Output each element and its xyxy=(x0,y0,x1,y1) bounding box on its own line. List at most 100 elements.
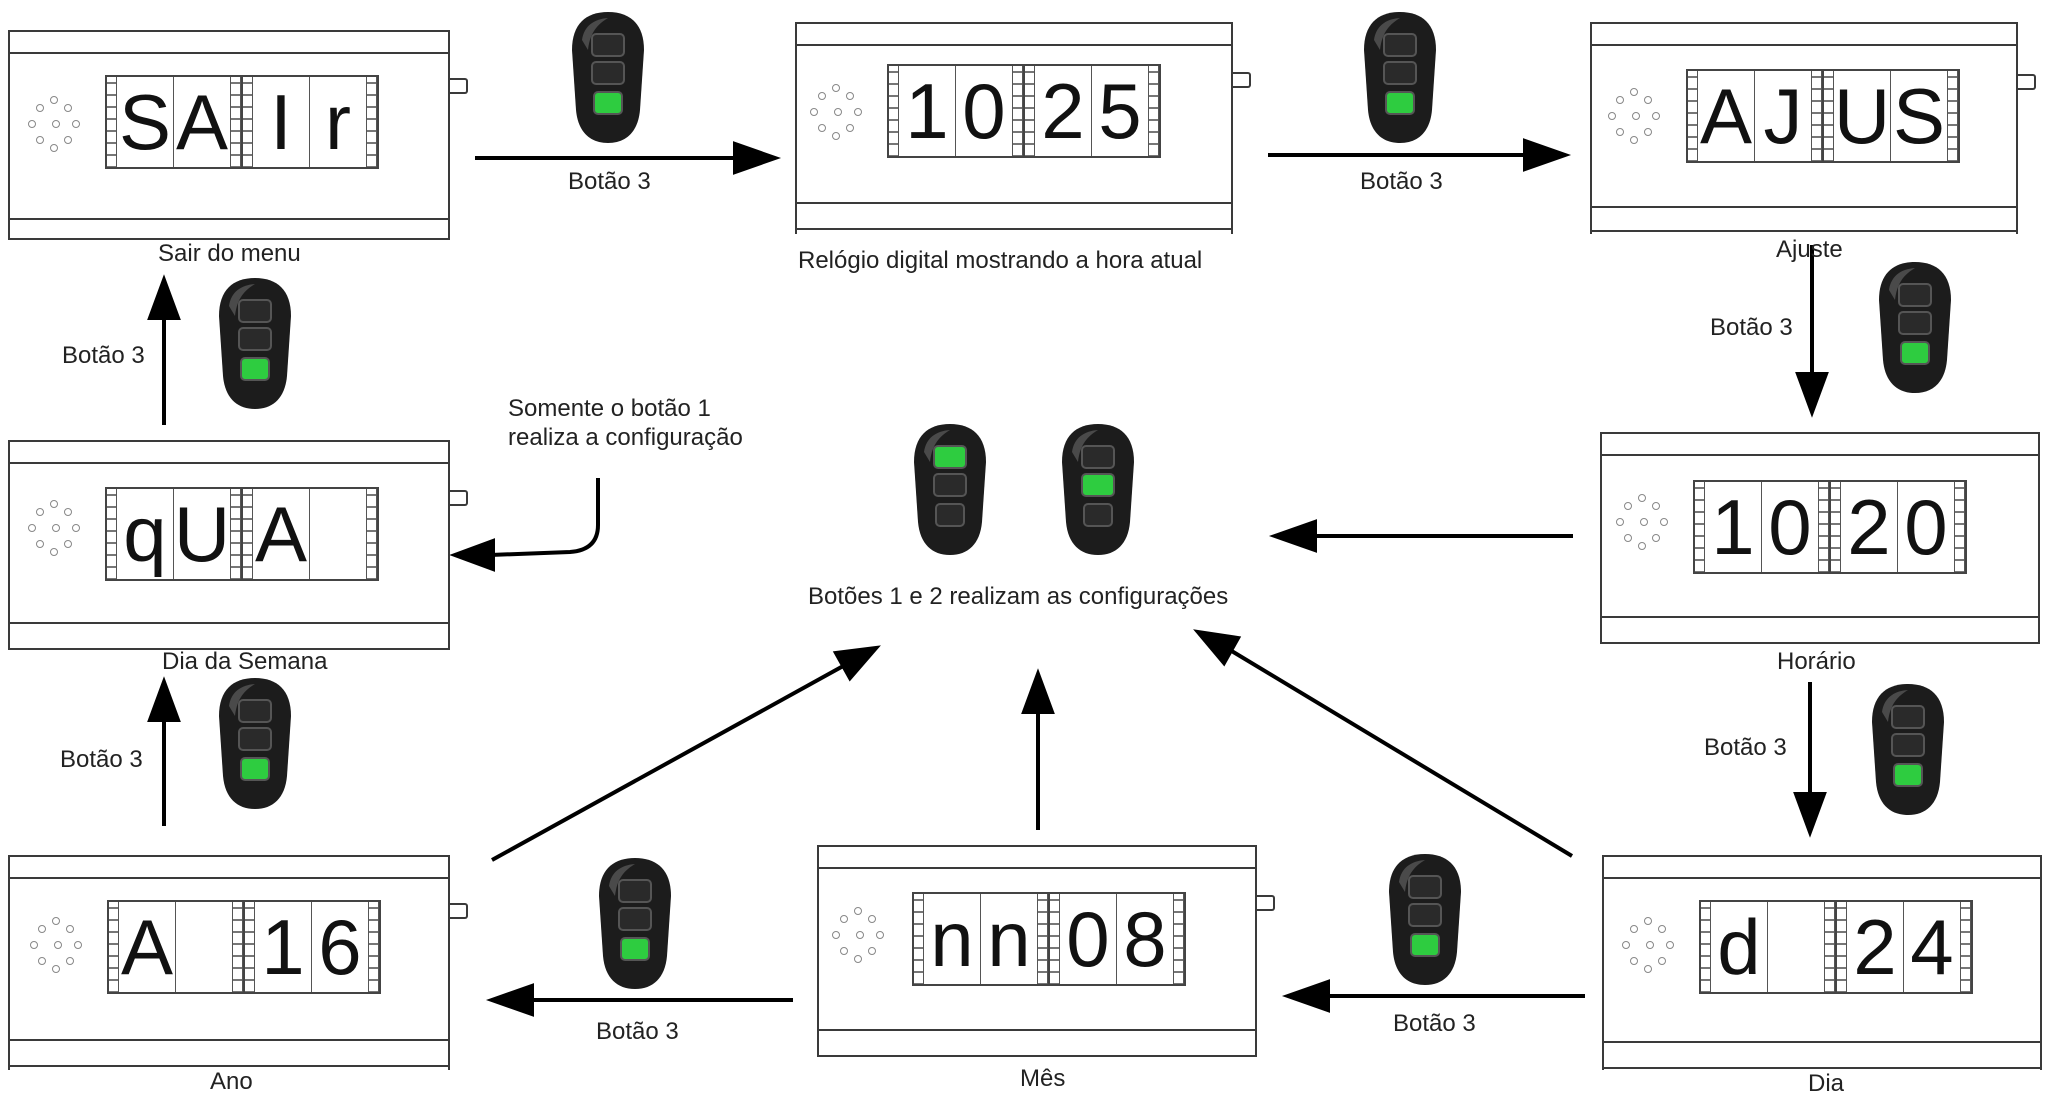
speaker-hole xyxy=(36,508,44,516)
display-digit: A xyxy=(174,77,231,167)
caption-clock: Relógio digital mostrando a hora atual xyxy=(798,247,1203,274)
label-botao3: Botão 3 xyxy=(568,168,651,195)
remote-control-icon xyxy=(215,276,295,416)
remote-button-3 xyxy=(1900,341,1930,365)
caption-semana: Dia da Semana xyxy=(162,648,328,675)
display-digit: n xyxy=(924,894,981,984)
remote-button-2 xyxy=(1081,473,1115,497)
remote-button-3 xyxy=(593,91,623,115)
label-botao3: Botão 3 xyxy=(62,342,145,369)
display-digit: U xyxy=(1833,71,1891,161)
display-digit: 1 xyxy=(899,66,956,156)
remote-shape xyxy=(914,424,986,555)
speaker-hole xyxy=(1644,917,1652,925)
center-caption: Botões 1 e 2 realizam as configurações xyxy=(808,583,1229,610)
remote-control-icon xyxy=(1868,682,1948,822)
remote-button-3 xyxy=(1385,91,1415,115)
label-botao3: Botão 3 xyxy=(60,746,143,773)
speaker-hole xyxy=(1630,925,1638,933)
remote-shape xyxy=(1872,684,1944,815)
remote-button-2 xyxy=(238,727,272,751)
display-digit xyxy=(1768,902,1825,992)
display-digit: S xyxy=(1891,71,1948,161)
speaker-hole xyxy=(840,915,848,923)
display-digit: d xyxy=(1711,902,1768,992)
speaker-hole xyxy=(28,524,36,532)
remote-control-icon xyxy=(568,10,648,150)
remote-shape xyxy=(219,678,291,809)
speaker-hole xyxy=(1616,128,1624,136)
remote-control-icon xyxy=(1360,10,1440,150)
speaker-hole xyxy=(72,524,80,532)
remote-control-icon xyxy=(215,676,295,816)
speaker-hole xyxy=(30,941,38,949)
remote-button-1 xyxy=(1081,445,1115,469)
speaker-hole xyxy=(36,104,44,112)
label-botao3: Botão 3 xyxy=(1360,168,1443,195)
remote-shape xyxy=(599,858,671,989)
remote-shape xyxy=(219,278,291,409)
speaker-hole xyxy=(52,965,60,973)
display-digit: 2 xyxy=(1841,482,1898,572)
display-digit: 6 xyxy=(312,902,369,992)
display-digit: 5 xyxy=(1092,66,1149,156)
speaker-hole xyxy=(52,917,60,925)
caption-ano: Ano xyxy=(210,1068,253,1095)
display-digit: 4 xyxy=(1904,902,1961,992)
remote-shine xyxy=(1882,690,1908,722)
speaker-hole xyxy=(854,907,862,915)
speaker-hole xyxy=(840,947,848,955)
speaker-hole xyxy=(50,548,58,556)
speaker-icon xyxy=(1622,917,1676,981)
remote-control-icon xyxy=(910,422,990,562)
remote-button-1 xyxy=(1891,705,1925,729)
speaker-icon xyxy=(810,84,864,148)
display-digit: 0 xyxy=(1060,894,1117,984)
speaker-hole xyxy=(818,124,826,132)
caption-mes: Mês xyxy=(1020,1065,1066,1092)
speaker-hole xyxy=(1666,941,1674,949)
remote-shine xyxy=(609,864,635,896)
speaker-icon xyxy=(1608,88,1662,152)
speaker-hole xyxy=(834,108,842,116)
remote-shape xyxy=(1389,854,1461,985)
remote-control-icon xyxy=(1058,422,1138,562)
remote-button-1 xyxy=(1408,875,1442,899)
speaker-hole xyxy=(1644,128,1652,136)
speaker-hole xyxy=(1630,136,1638,144)
remote-button-2 xyxy=(238,327,272,351)
remote-control-icon xyxy=(1385,852,1465,992)
speaker-hole xyxy=(1640,518,1648,526)
speaker-hole xyxy=(1658,957,1666,965)
remote-shine xyxy=(924,430,950,462)
remote-button-1 xyxy=(591,33,625,57)
display-digit: n xyxy=(981,894,1038,984)
speaker-hole xyxy=(38,957,46,965)
speaker-icon xyxy=(30,917,84,981)
speaker-hole xyxy=(1624,534,1632,542)
remote-button-2 xyxy=(618,907,652,931)
speaker-hole xyxy=(36,136,44,144)
remote-shine xyxy=(1072,430,1098,462)
display-digit: 0 xyxy=(956,66,1013,156)
arrow-dia-to-center xyxy=(1228,648,1574,858)
remote-shine xyxy=(1399,860,1425,892)
label-botao3: Botão 3 xyxy=(1704,734,1787,761)
speaker-hole xyxy=(1630,88,1638,96)
speaker-hole xyxy=(52,524,60,532)
remote-button-1 xyxy=(933,445,967,469)
speaker-hole xyxy=(1652,112,1660,120)
remote-button-2 xyxy=(1383,61,1417,85)
remote-shine xyxy=(229,684,255,716)
display-digit: q xyxy=(117,489,174,579)
remote-button-2 xyxy=(591,61,625,85)
speaker-hole xyxy=(1652,534,1660,542)
